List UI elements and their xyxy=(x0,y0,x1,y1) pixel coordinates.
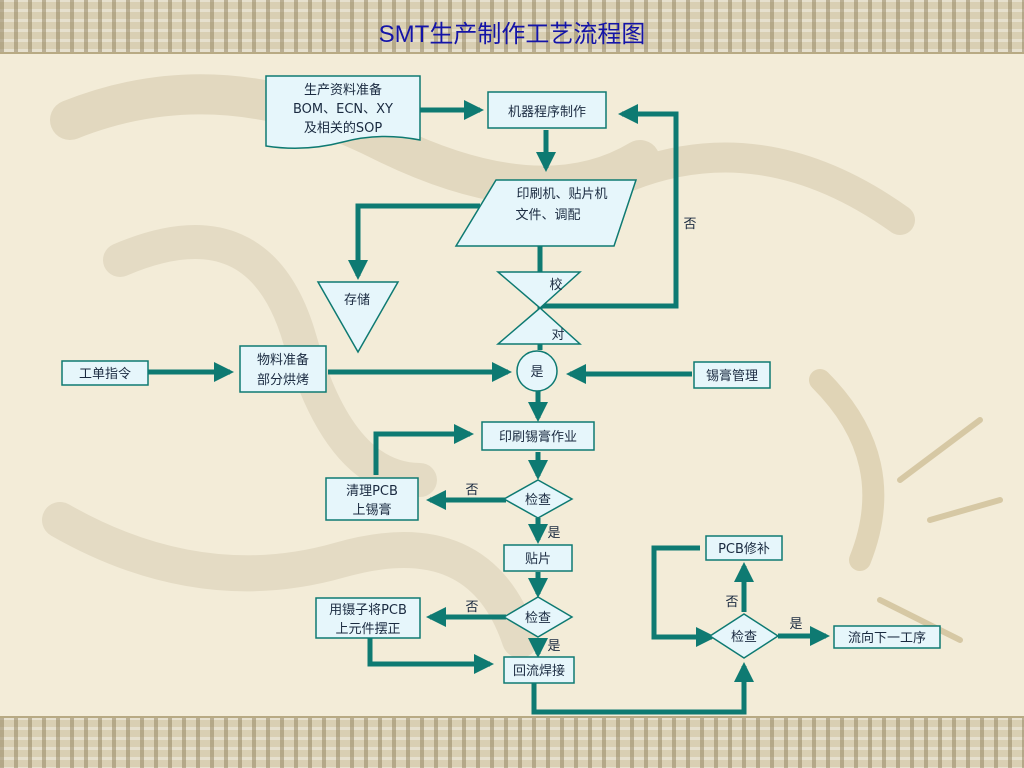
calibration-bottom-triangle xyxy=(495,307,582,345)
material-node: 物料准备 部分烘烤 xyxy=(239,345,327,393)
connectors xyxy=(148,100,830,715)
inspect2-diamond xyxy=(502,596,574,638)
arrow-clean-to-print xyxy=(373,424,474,475)
calibration-label-bottom: 对 xyxy=(551,328,564,343)
page-title: SMT生产制作工艺流程图 xyxy=(378,21,646,48)
reflow-box xyxy=(503,656,575,684)
work-order-label: 工单指令 xyxy=(79,367,131,382)
arrow-calibrate-fail-to-program xyxy=(540,104,679,309)
arrow-repair-to-inspect3 xyxy=(651,545,716,647)
work-order-box xyxy=(61,360,149,386)
decorative-border-bottom xyxy=(0,716,1024,768)
pcb-repair-box xyxy=(705,535,783,561)
storage-node: 存储 xyxy=(316,281,400,354)
yes-circle xyxy=(516,350,558,392)
printer-label-2: 文件、调配 xyxy=(515,208,580,223)
edge-label-no-inspect2: 否 xyxy=(465,600,478,615)
material-label-1: 物料准备 xyxy=(257,352,309,368)
inspect1-label: 检查 xyxy=(525,493,551,508)
clean-label-1: 清理PCB xyxy=(346,484,398,499)
tweezer-box xyxy=(315,597,421,639)
inspect2-label: 检查 xyxy=(525,611,551,626)
next-process-box xyxy=(833,625,941,649)
print-paste-label: 印刷锡膏作业 xyxy=(499,429,577,445)
pcb-repair-node: PCB修补 xyxy=(705,535,783,561)
edge-label-yes-inspect1: 是 xyxy=(547,526,560,541)
inspect2-node: 检查 xyxy=(502,596,574,638)
mount-box xyxy=(503,544,573,572)
storage-triangle xyxy=(316,281,400,354)
printer-node: 印刷机、贴片机 文件、调配 xyxy=(454,179,638,247)
inspect1-diamond xyxy=(502,479,574,519)
doc-label-1: 生产资料准备 xyxy=(304,82,382,98)
clean-node: 清理PCB 上锡膏 xyxy=(325,477,419,521)
decorative-border-top xyxy=(0,0,1024,54)
yes-node: 是 xyxy=(516,350,558,392)
paste-mgmt-node: 锡膏管理 xyxy=(693,361,771,389)
paste-mgmt-label: 锡膏管理 xyxy=(706,368,758,384)
inspect3-label: 检查 xyxy=(731,630,757,645)
inspect3-node: 检查 xyxy=(708,613,780,659)
edge-label-no-inspect3: 否 xyxy=(725,595,738,610)
yes-circle-label: 是 xyxy=(530,365,543,380)
reflow-node: 回流焊接 xyxy=(503,656,575,684)
next-process-label: 流向下一工序 xyxy=(848,630,926,646)
document-shape xyxy=(265,75,421,149)
doc-label-2: BOM、ECN、XY xyxy=(293,102,393,117)
material-label-2: 部分烘烤 xyxy=(257,373,309,388)
mount-node: 贴片 xyxy=(503,544,573,572)
calibration-top-triangle xyxy=(495,271,582,309)
calibration-label-top: 校 xyxy=(549,277,562,293)
storage-label: 存储 xyxy=(344,293,370,308)
tweezer-label-1: 用镊子将PCB xyxy=(329,603,407,618)
clean-box xyxy=(325,477,419,521)
clean-label-2: 上锡膏 xyxy=(352,502,391,518)
calibration-node: 校 对 xyxy=(495,271,582,345)
tweezer-node: 用镊子将PCB 上元件摆正 xyxy=(315,597,421,639)
program-label: 机器程序制作 xyxy=(508,105,586,120)
arrow-reflow-to-inspect3 xyxy=(531,662,754,715)
doc-node: 生产资料准备 BOM、ECN、XY 及相关的SOP xyxy=(265,75,421,149)
mount-label: 贴片 xyxy=(525,552,551,567)
paste-mgmt-box xyxy=(693,361,771,389)
next-process-node: 流向下一工序 xyxy=(833,625,941,649)
printer-label-1: 印刷机、贴片机 xyxy=(516,187,607,202)
arrow-tweezer-to-reflow xyxy=(367,638,494,674)
pcb-repair-label: PCB修补 xyxy=(718,542,770,557)
printer-parallelogram xyxy=(454,179,638,247)
reflow-label: 回流焊接 xyxy=(513,663,565,679)
edge-label-no-calibrate: 否 xyxy=(683,217,696,232)
doc-label-3: 及相关的SOP xyxy=(304,120,382,136)
inspect3-diamond xyxy=(708,613,780,659)
edge-label-yes-inspect2: 是 xyxy=(547,639,560,654)
material-box xyxy=(239,345,327,393)
print-paste-box xyxy=(481,421,595,451)
program-node: 机器程序制作 xyxy=(487,91,607,129)
inspect1-node: 检查 xyxy=(502,479,574,519)
work-order-node: 工单指令 xyxy=(61,360,149,386)
program-box xyxy=(487,91,607,129)
edge-label-no-inspect1: 否 xyxy=(465,483,478,498)
edge-label-yes-inspect3: 是 xyxy=(789,617,802,632)
arrow-printer-to-storage xyxy=(348,203,480,280)
edge-labels: 否 否 是 否 是 否 是 xyxy=(465,217,802,654)
tweezer-label-2: 上元件摆正 xyxy=(335,622,400,637)
print-paste-node: 印刷锡膏作业 xyxy=(481,421,595,451)
